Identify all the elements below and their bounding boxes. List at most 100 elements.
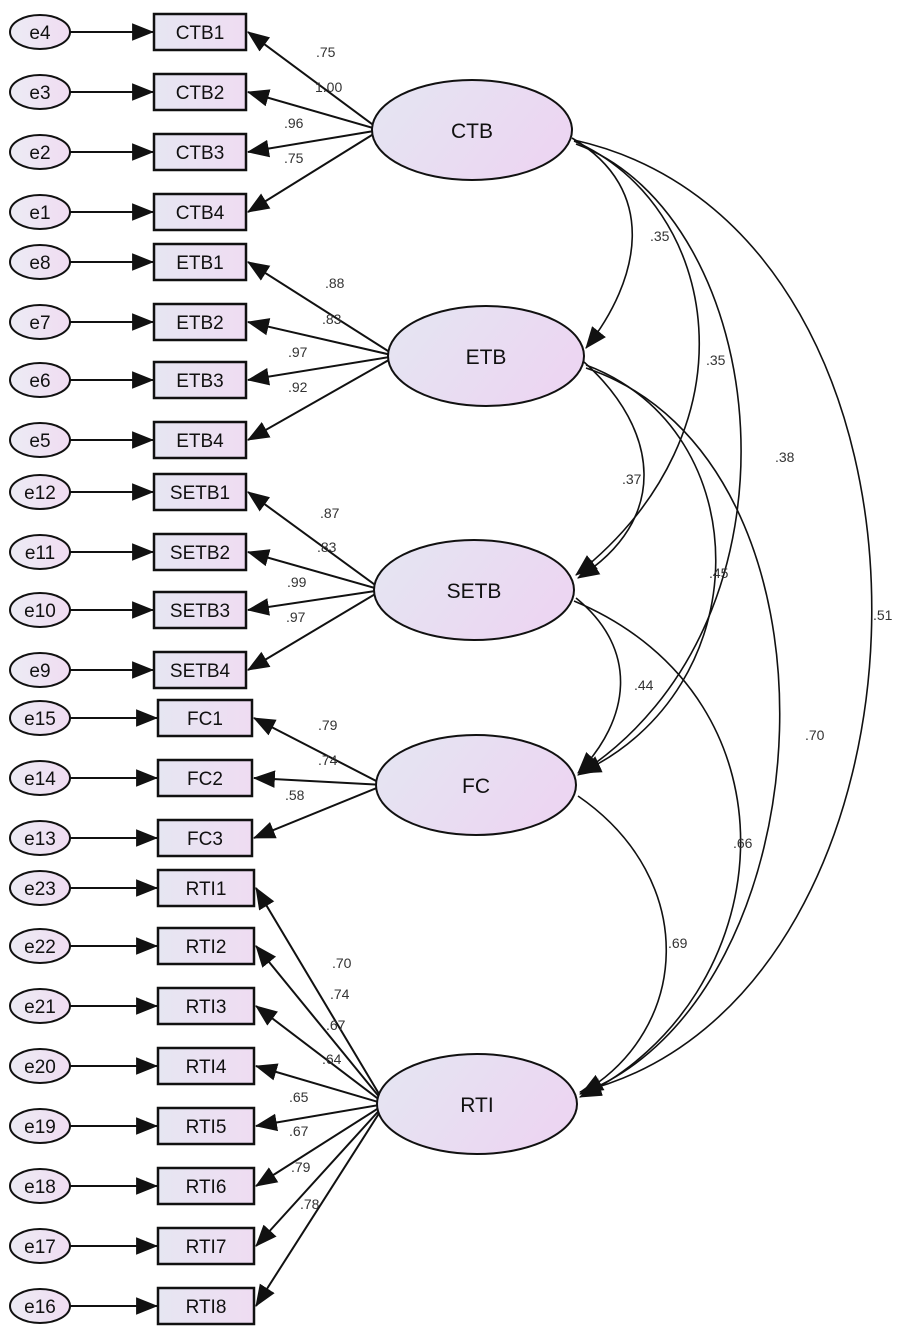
error-label-e12: e12 [24, 483, 56, 504]
error-node-e12 [9, 474, 71, 510]
error-node-e13 [9, 820, 71, 856]
error-label-e22: e22 [24, 937, 56, 958]
covariance-arc-ctb-fc [575, 143, 742, 776]
loading-path-etb3 [246, 355, 397, 386]
loading-label-fc3: .58 [285, 787, 305, 803]
indicator-box-rti2 [156, 926, 256, 966]
loading-path-fc2 [252, 770, 385, 788]
indicator-label-ctb3: CTB3 [176, 143, 225, 164]
covariance-label-setb-rti: .66 [733, 835, 753, 851]
error-label-e3: e3 [29, 83, 50, 104]
indicator-box-rti8 [156, 1286, 256, 1326]
loading-label-rti8: .78 [300, 1196, 320, 1212]
error-node-e17 [9, 1228, 71, 1264]
latent-label-fc: FC [462, 775, 490, 798]
latent-node-ctb [371, 79, 573, 181]
loading-path-fc3 [252, 784, 385, 839]
covariance-label-ctb-setb: .35 [706, 352, 726, 368]
indicator-box-fc3 [156, 818, 254, 858]
loading-path-ctb3 [246, 129, 381, 158]
latent-node-fc [375, 734, 577, 836]
covariance-arc-etb-fc [579, 364, 717, 774]
covariance-label-etb-setb: .37 [622, 471, 642, 487]
error-label-e6: e6 [29, 371, 50, 392]
loading-path-setb2 [246, 549, 383, 591]
loading-label-rti3: .67 [326, 1017, 346, 1033]
error-label-e5: e5 [29, 431, 50, 452]
error-node-e20 [9, 1048, 71, 1084]
loading-path-etb4 [247, 355, 397, 441]
indicator-label-etb2: ETB2 [176, 313, 224, 334]
loading-label-rti2: .74 [330, 986, 350, 1002]
loading-label-etb2: .83 [322, 311, 342, 327]
error-label-e20: e20 [24, 1057, 56, 1078]
loading-path-rti4 [254, 1063, 386, 1105]
loading-path-setb1 [247, 491, 383, 591]
loading-label-fc2: .74 [318, 752, 338, 768]
error-label-e13: e13 [24, 829, 56, 850]
loading-path-rti1 [255, 887, 386, 1105]
indicator-box-ctb2 [152, 72, 248, 112]
covariance-arc-etb-setb [577, 361, 645, 579]
error-node-e5 [9, 422, 71, 458]
indicator-box-rti4 [156, 1046, 256, 1086]
loading-label-fc1: .79 [318, 717, 338, 733]
covariance-label-ctb-etb: .35 [650, 228, 670, 244]
error-label-e15: e15 [24, 709, 56, 730]
loading-path-ctb1 [247, 31, 381, 131]
latent-node-rti [376, 1053, 578, 1155]
error-label-e8: e8 [29, 253, 50, 274]
error-label-e19: e19 [24, 1117, 56, 1138]
indicator-label-rti4: RTI4 [186, 1057, 227, 1078]
covariance-label-ctb-fc: .38 [775, 449, 795, 465]
indicator-box-setb3 [152, 590, 248, 630]
loading-label-etb1: .88 [325, 275, 345, 291]
error-node-e21 [9, 988, 71, 1024]
loading-label-etb3: .97 [288, 344, 308, 360]
indicator-label-fc3: FC3 [187, 829, 223, 850]
loading-label-setb4: .97 [286, 609, 306, 625]
error-node-e14 [9, 760, 71, 796]
loading-path-setb4 [247, 589, 383, 671]
indicator-box-setb4 [152, 650, 248, 690]
latent-label-rti: RTI [460, 1094, 493, 1117]
indicator-box-rti7 [156, 1226, 256, 1266]
covariance-arc-setb-fc [575, 597, 622, 774]
indicator-label-ctb4: CTB4 [176, 203, 225, 224]
loading-label-rti7: .79 [291, 1159, 311, 1175]
loading-label-ctb3: .96 [284, 115, 304, 131]
indicator-label-etb1: ETB1 [176, 253, 224, 274]
latent-node-setb [373, 539, 575, 641]
error-label-e18: e18 [24, 1177, 56, 1198]
indicator-box-etb3 [152, 360, 248, 400]
error-label-e1: e1 [29, 203, 50, 224]
latent-label-setb: SETB [447, 580, 502, 603]
indicator-label-fc2: FC2 [187, 769, 223, 790]
latent-label-ctb: CTB [451, 120, 493, 143]
indicator-box-rti1 [156, 868, 256, 908]
loading-path-fc1 [253, 717, 385, 786]
covariance-arc-ctb-setb [573, 140, 700, 576]
error-node-e18 [9, 1168, 71, 1204]
indicator-box-fc1 [156, 698, 254, 738]
indicator-label-rti7: RTI7 [186, 1237, 227, 1258]
indicator-label-setb1: SETB1 [170, 483, 230, 504]
error-node-e1 [9, 194, 71, 230]
loading-path-etb1 [247, 261, 397, 357]
covariance-arc-fc-rti [577, 795, 667, 1094]
error-node-e2 [9, 134, 71, 170]
covariance-label-etb-fc: .45 [709, 565, 729, 581]
indicator-label-rti8: RTI8 [186, 1297, 227, 1318]
loading-label-rti5: .65 [289, 1089, 309, 1105]
loading-label-rti6: .67 [289, 1123, 309, 1139]
loading-label-ctb2: 1.00 [315, 79, 342, 95]
indicator-label-etb4: ETB4 [176, 431, 224, 452]
covariance-label-setb-fc: .44 [634, 677, 654, 693]
error-label-e16: e16 [24, 1297, 56, 1318]
latent-label-etb: ETB [466, 346, 507, 369]
loading-path-rti3 [255, 1005, 386, 1105]
error-node-e11 [9, 534, 71, 570]
indicator-label-rti5: RTI5 [186, 1117, 227, 1138]
